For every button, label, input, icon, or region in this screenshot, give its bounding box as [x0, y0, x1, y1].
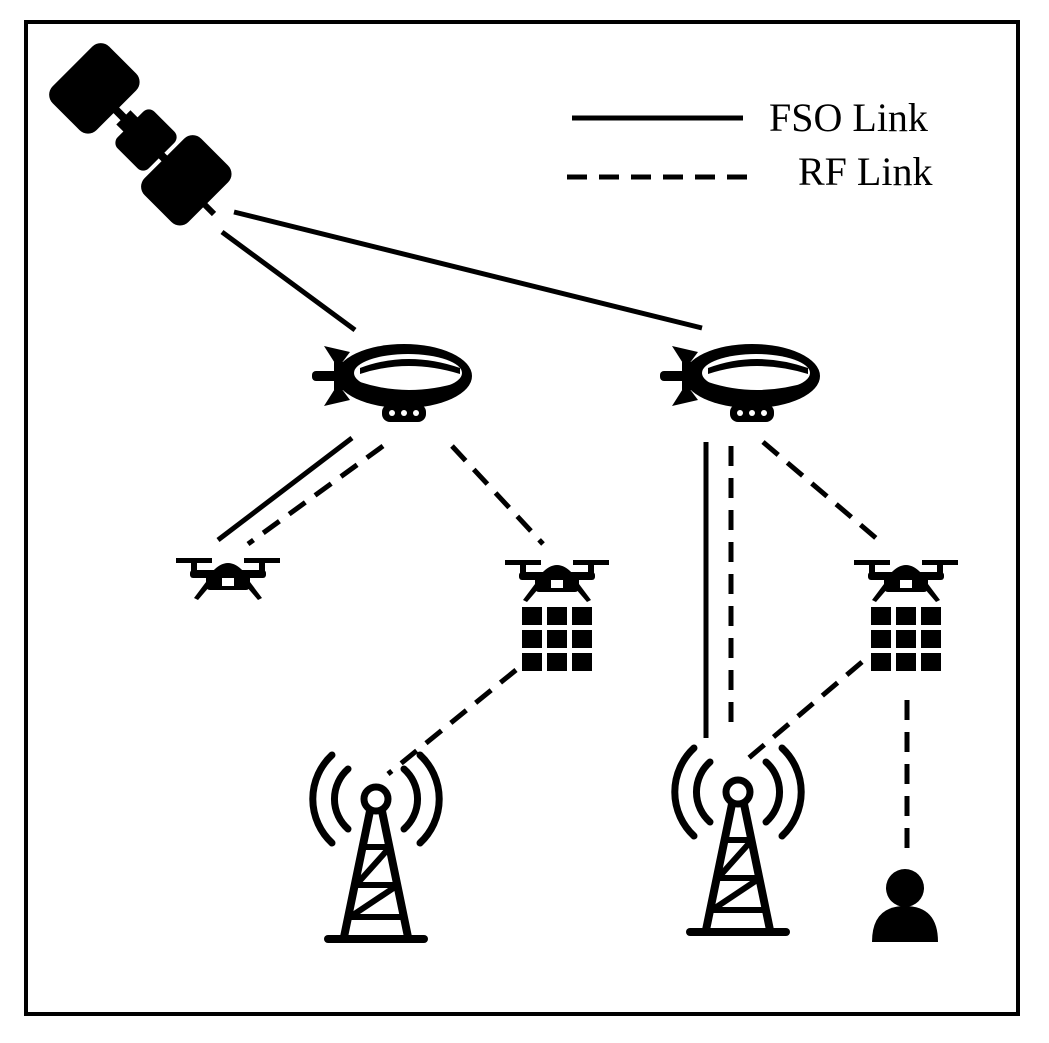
rf-link-airship-right-drone-right	[761, 440, 885, 546]
airship-right-icon	[660, 344, 820, 422]
rf-link-airship-left-drone-mid	[450, 444, 545, 546]
rf-link-airship-left-drone-left	[246, 443, 385, 547]
cell-tower-right-icon	[675, 748, 801, 936]
drone-left-icon	[176, 558, 280, 600]
drone-mid-icon	[505, 560, 609, 602]
drone-right-icon	[854, 560, 958, 602]
solar-panel-mid-icon	[522, 607, 592, 671]
fso-link-satellite-airship-left	[220, 229, 357, 333]
satellite-icon	[49, 43, 232, 226]
fso-legend-label: FSO Link	[769, 95, 928, 140]
airship-left-icon	[312, 344, 472, 422]
fso-link-airship-left-drone-left	[216, 436, 354, 542]
rf-legend-label: RF Link	[798, 149, 933, 194]
fso-link-satellite-airship-right	[233, 209, 703, 331]
user-icon	[872, 869, 938, 942]
rf-link-drone-right-tower-right	[742, 660, 864, 764]
cell-tower-left-icon	[313, 755, 439, 943]
solar-panel-right-icon	[871, 607, 941, 671]
rf-link-drone-mid-tower-left	[386, 668, 518, 776]
